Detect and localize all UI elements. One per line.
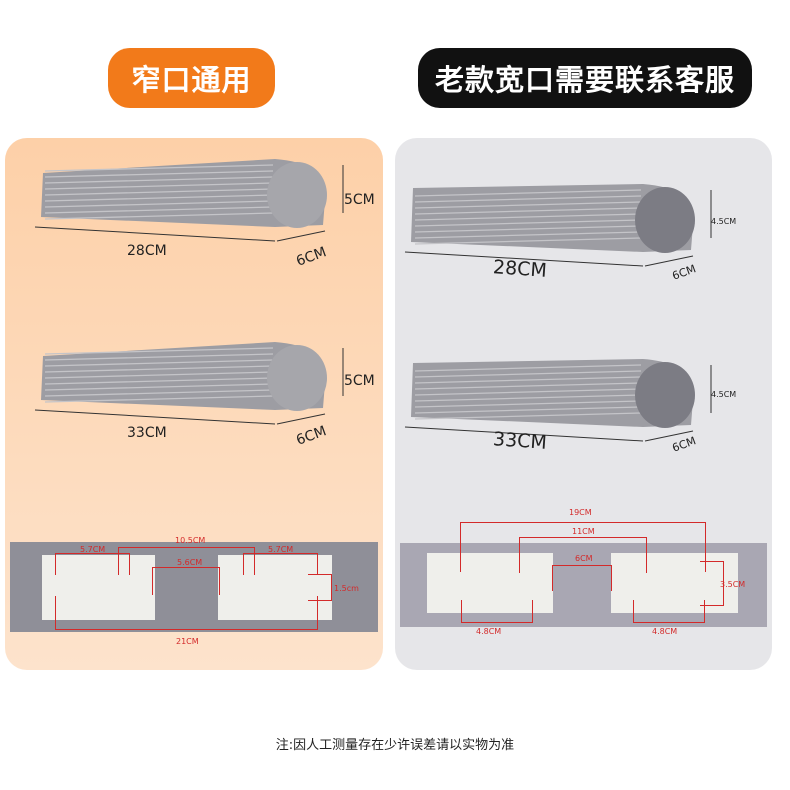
measure-label: 6CM xyxy=(575,554,593,563)
length-label: 28CM xyxy=(492,256,548,282)
sponge-image xyxy=(34,342,344,425)
measure-label: 21CM xyxy=(176,637,199,646)
measure-line xyxy=(461,600,533,623)
length-label: 33CM xyxy=(127,425,167,441)
measure-line xyxy=(55,553,130,575)
measure-label: 5.7CM xyxy=(268,545,294,554)
measure-label: 3.5CM xyxy=(720,580,746,589)
length-label: 33CM xyxy=(492,428,548,454)
measure-label: 4.8CM xyxy=(652,627,678,636)
sponge-image xyxy=(404,359,712,442)
height-label: 4.5CM xyxy=(711,390,737,399)
height-label: 4.5CM xyxy=(711,217,737,226)
measure-line xyxy=(152,567,220,595)
measure-line xyxy=(243,553,318,575)
sponge-image xyxy=(34,159,344,242)
clip-plate xyxy=(611,553,738,613)
length-label: 28CM xyxy=(127,243,167,259)
measure-line xyxy=(700,561,724,606)
measure-line xyxy=(460,522,706,572)
footnote: 注:因人工测量存在少许误差请以实物为准 xyxy=(275,738,515,753)
measure-label: 4.8CM xyxy=(476,627,502,636)
measure-label: 5.7CM xyxy=(80,545,106,554)
measure-line xyxy=(519,537,647,573)
height-label: 5CM xyxy=(344,192,375,208)
measure-line xyxy=(552,565,612,591)
sponge-image xyxy=(404,184,712,267)
measure-line xyxy=(55,596,318,630)
measure-label: 19CM xyxy=(569,508,592,517)
height-label: 5CM xyxy=(344,373,375,389)
measure-label: 5.6CM xyxy=(177,558,203,567)
header-old-wide-contact-support: 老款宽口需要联系客服 xyxy=(418,48,752,108)
measure-line xyxy=(118,547,255,575)
measure-line xyxy=(308,574,332,601)
measure-label: 1.5cm xyxy=(334,584,359,593)
header-narrow-universal: 窄口通用 xyxy=(108,48,275,108)
clip-plate xyxy=(42,555,155,620)
measure-line xyxy=(633,600,705,623)
measure-label: 11CM xyxy=(572,527,595,536)
measure-label: 10.5CM xyxy=(175,536,206,545)
clip-plate xyxy=(218,555,332,620)
